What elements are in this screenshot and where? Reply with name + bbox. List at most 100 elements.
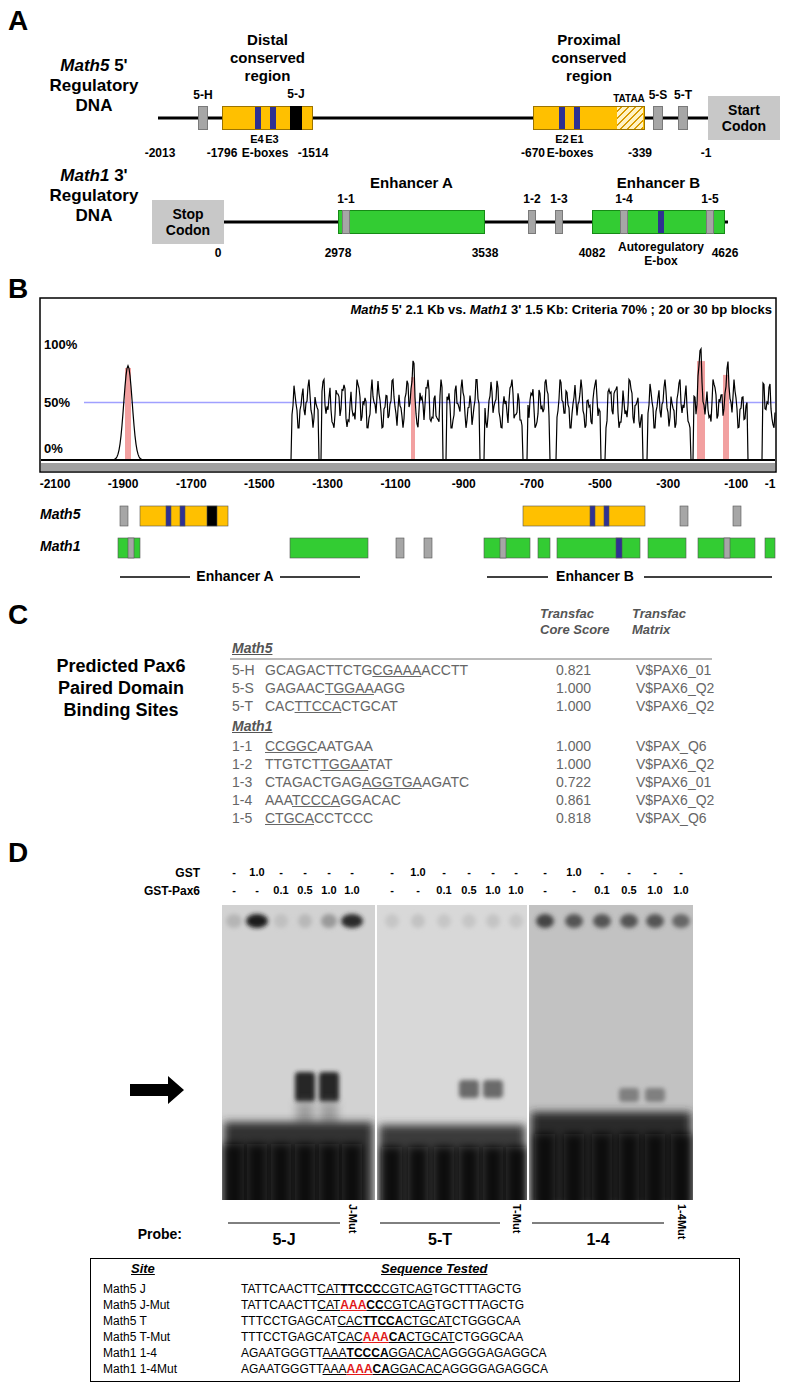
- label-slot: 50%: [44, 395, 70, 411]
- text-run: CAC: [337, 1314, 362, 1328]
- panel-letter: D: [8, 836, 28, 870]
- text-run: TTTCCTGAGCAT: [241, 1330, 337, 1344]
- label-slot: 0.818: [556, 810, 591, 827]
- lane-amount: -: [350, 866, 354, 879]
- lane-amount: 0.1: [273, 884, 288, 897]
- text-run: AAA: [323, 1362, 347, 1376]
- text-run: CAT: [317, 1282, 340, 1296]
- label-slot: -339: [628, 146, 652, 160]
- position-number: -1514: [298, 146, 329, 160]
- track-feature: [500, 538, 506, 558]
- site-name: 1-2: [232, 756, 252, 773]
- text-run: AAA: [340, 1298, 366, 1312]
- site-sequence: AAATCCCAGGACAC: [265, 792, 401, 809]
- label-slot: -: [627, 866, 631, 879]
- lane-amount: -: [653, 866, 657, 879]
- label-slot: -1700: [176, 477, 207, 491]
- track-name: Math5: [40, 506, 80, 523]
- label-slot: E4: [250, 133, 263, 146]
- site-sequence: CCGGCAATGAA: [265, 738, 373, 755]
- core-score: 0.722: [556, 774, 591, 791]
- site-name: Math1 1-4: [103, 1347, 157, 1361]
- probe-sequence: AGAATGGGTTAAAAAACAGGACACAGGGGAGAGGCA: [241, 1363, 548, 1377]
- label-slot: Enhancer A: [196, 568, 273, 585]
- binding-site-box: 5-H: [198, 106, 208, 130]
- label-slot: -: [232, 866, 236, 879]
- text-slot: 1-1: [337, 193, 354, 207]
- lane-amount: 1.0: [344, 884, 359, 897]
- free-probe-lane: [459, 1147, 479, 1200]
- text-run: 3' 1.5 Kb: Criteria 70% ; 20 or 30 bp bl…: [507, 302, 772, 317]
- site-name: 5-H: [232, 662, 255, 679]
- text-run: Math5: [350, 302, 388, 317]
- gel-well: [646, 914, 664, 928]
- text-run: CTGCAT: [341, 698, 398, 714]
- axis-tick: -2100: [40, 477, 71, 491]
- text-run: Math5: [232, 640, 272, 656]
- label-slot: GST-Pax6: [144, 884, 200, 898]
- text-run: TTCCA: [295, 698, 342, 714]
- label-slot: E-boxes: [242, 146, 289, 160]
- label-slot: 0%: [44, 441, 63, 457]
- axis-tick: -1900: [108, 477, 139, 491]
- core-score: 0.861: [556, 792, 591, 809]
- matrix-name: V$PAX6_Q2: [636, 792, 714, 809]
- enhancer-box: Enhancer A1-1: [338, 210, 485, 234]
- track-feature: [424, 538, 432, 558]
- site-sequence: CACTTCCACTGCAT: [265, 698, 398, 715]
- matrix-name: V$PAX_Q6: [636, 810, 707, 827]
- core-score: 1.000: [556, 680, 591, 697]
- probe-name: 5-J: [272, 1230, 295, 1249]
- position-number: 0: [215, 246, 222, 260]
- axis-tick: -1: [765, 477, 776, 491]
- text-run: CAC: [337, 1330, 362, 1344]
- ebox-bar: [658, 211, 664, 233]
- label-slot: Math1 3' Regulatory DNA: [38, 166, 150, 226]
- sequence-table: SiteSequence TestedMath5 JTATTCAACTTCATT…: [90, 1258, 740, 1382]
- lane-amount: -: [627, 866, 631, 879]
- label-slot: CTAGACTGAGAGGTGAAGATC: [265, 774, 469, 791]
- site-label: 1-1: [337, 193, 354, 207]
- text-run: CA: [373, 1362, 390, 1376]
- tata-label: TATAA: [613, 93, 645, 105]
- site-sequence: CTAGACTGAGAGGTGAAGATC: [265, 774, 469, 791]
- text-slot: 1-2: [523, 193, 540, 207]
- codon-label: Stop Codon: [152, 206, 224, 238]
- gel-well: [321, 914, 337, 928]
- position-number: -1796: [207, 146, 238, 160]
- gel-well: [536, 914, 554, 928]
- text-run: TAT: [368, 756, 392, 772]
- binding-site-box: 5-T: [678, 106, 688, 130]
- text-run: TCCCA: [292, 792, 340, 808]
- axis-tick: -1300: [312, 477, 343, 491]
- gel-well: [565, 914, 583, 928]
- axis-tick: -1100: [381, 477, 411, 491]
- enhancer-box: Enhancer B1-41-5: [592, 210, 725, 234]
- binding-site-box: 5-J: [290, 106, 302, 130]
- text-slot: Math5 T-Mut: [103, 1331, 170, 1345]
- lane-amount: 1.0: [321, 884, 336, 897]
- label-slot: -: [255, 884, 259, 897]
- panel-letter: A: [8, 4, 28, 38]
- text-slot: Math5 T: [103, 1315, 147, 1329]
- text-run: AAA: [347, 1362, 373, 1376]
- track-feature: [166, 506, 171, 526]
- ebox-label: E-boxes: [242, 146, 289, 160]
- label-slot: -100: [724, 477, 748, 491]
- gel-well: [437, 914, 451, 928]
- label-slot: 1-5: [232, 810, 252, 827]
- label-slot: 1.0: [673, 884, 688, 897]
- gel-well: [385, 914, 399, 928]
- track-feature: [128, 538, 134, 558]
- probe-bracket: [228, 1223, 340, 1224]
- site-label: 5-H: [193, 89, 212, 103]
- lane-amount: -: [279, 866, 283, 879]
- text-slot: Stop Codon: [152, 206, 224, 238]
- shifted-band: [619, 1088, 639, 1102]
- text-run: TTGTCT: [265, 756, 320, 772]
- label-slot: 1.0: [410, 866, 425, 879]
- track-feature: [733, 506, 741, 526]
- label-slot: 100%: [44, 337, 77, 353]
- position-number: -670: [521, 146, 545, 160]
- label-slot: 1-3: [232, 774, 252, 791]
